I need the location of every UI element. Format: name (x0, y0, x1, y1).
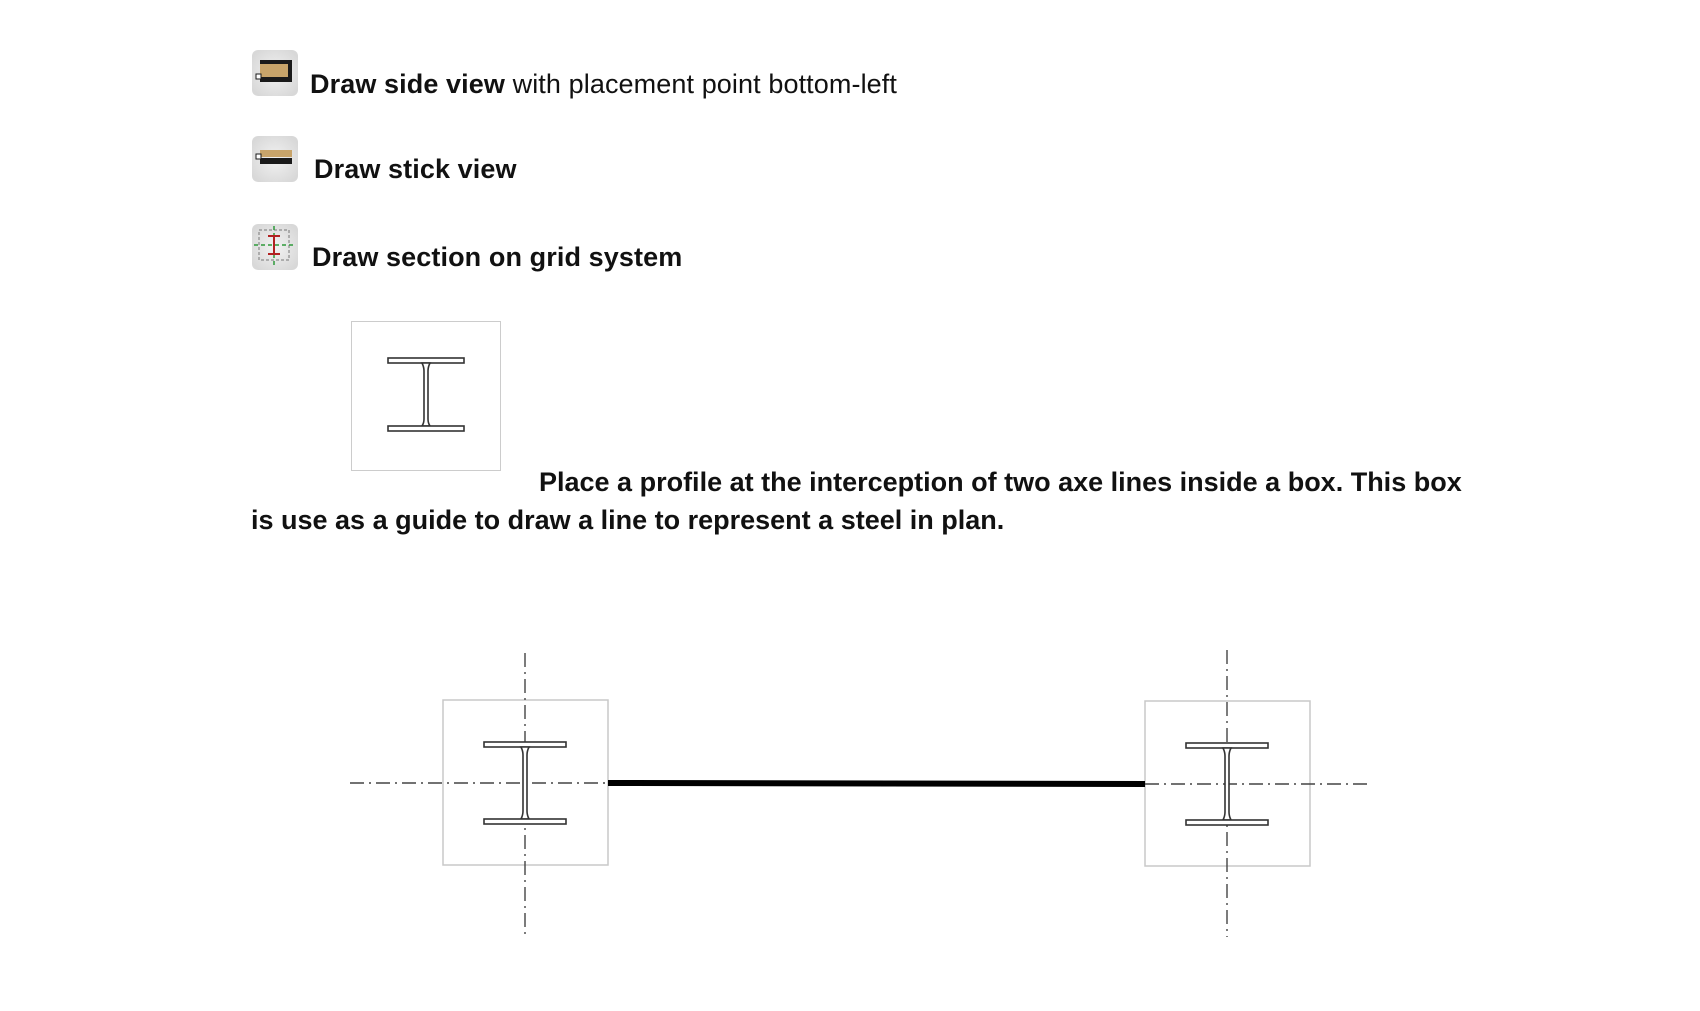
i-beam-profile-icon (351, 321, 501, 471)
tool-row-section-grid: Draw section on grid system (250, 220, 682, 273)
left-i-beam-icon (483, 741, 567, 825)
tool-row-stick-view: Draw stick view (250, 132, 517, 185)
side-view-icon[interactable] (250, 48, 302, 98)
stick-view-icon[interactable] (250, 134, 302, 184)
tool-row-side-view: Draw side view with placement point bott… (250, 45, 897, 100)
section-grid-label: Draw section on grid system (312, 242, 683, 272)
stick-view-label: Draw stick view (314, 154, 517, 184)
side-view-label: Draw side view with placement point bott… (310, 69, 897, 99)
plan-diagram (340, 645, 1380, 945)
right-i-beam-icon (1185, 742, 1269, 826)
section-grid-icon[interactable] (250, 222, 302, 272)
steel-beam-line (607, 780, 1146, 787)
description-text: Place a profile at the interception of t… (251, 467, 1462, 535)
